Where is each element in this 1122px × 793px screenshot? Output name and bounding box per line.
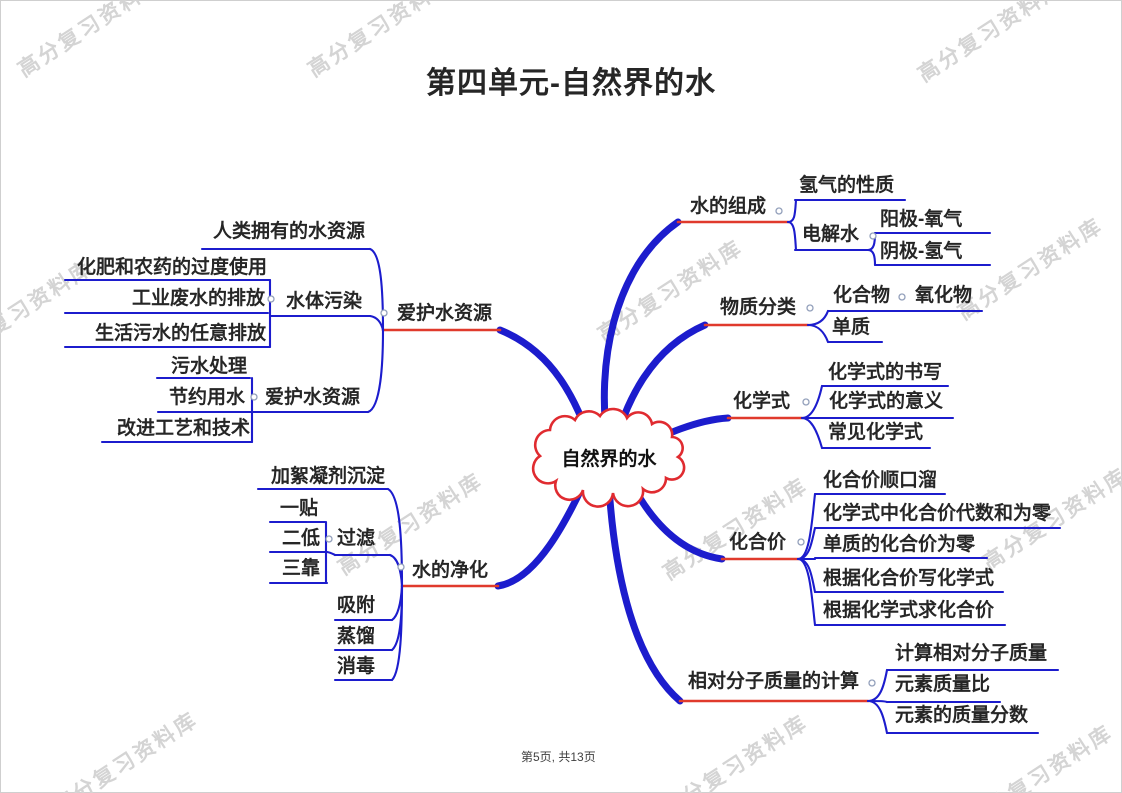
connectors: [250, 198, 889, 735]
connector: [866, 248, 877, 267]
node-formula-writing: 化学式的书写: [828, 362, 943, 383]
node-matter-classification: 物质分类: [720, 297, 797, 318]
connector: [386, 487, 404, 588]
node-write-formula-by-valence: 根据化合价写化学式: [823, 568, 995, 589]
node-distillation: 蒸馏: [337, 626, 376, 647]
connector: [796, 557, 817, 627]
node-water-pollution: 水体污染: [285, 291, 362, 312]
node-valence-sum-zero: 化学式中化合价代数和为零: [823, 503, 1052, 524]
node-mass-ratio: 元素质量比: [895, 674, 991, 695]
node-hydrogen-properties: 氢气的性质: [799, 175, 895, 196]
child-underlines-left: [63, 247, 394, 682]
connector: [796, 492, 817, 561]
page-indicator: 第5页, 共13页: [521, 750, 596, 764]
branch-point-marker: [806, 304, 814, 312]
connector: [366, 328, 385, 414]
node-protect-water: 爱护水资源: [397, 303, 493, 324]
connector: [786, 198, 798, 224]
node-valence-rhyme: 化合价顺口溜: [823, 470, 938, 491]
node-valence: 化合价: [729, 532, 787, 553]
node-formula-meaning: 化学式的意义: [829, 391, 944, 412]
node-protect-water-sub: 爱护水资源: [264, 387, 360, 408]
node-save-water: 节约用水: [168, 387, 245, 408]
branch-point-marker: [802, 398, 810, 406]
node-compound: 化合物: [833, 285, 891, 306]
node-root: 自然界的水: [561, 449, 657, 470]
node-adsorption: 吸附: [337, 595, 376, 616]
branch-point-marker: [397, 563, 405, 571]
node-disinfection: 消毒: [337, 656, 376, 677]
connector: [324, 550, 337, 557]
branch-point-marker: [869, 232, 877, 240]
node-mass-fraction: 元素的质量分数: [895, 705, 1029, 726]
branch-point-marker: [325, 535, 333, 543]
node-common-formulas: 常见化学式: [828, 422, 924, 443]
branch-point-marker: [775, 207, 783, 215]
branch-point-marker: [898, 293, 906, 301]
connector: [800, 416, 824, 450]
node-find-valence-by-formula: 根据化学式求化合价: [823, 600, 995, 621]
node-calc-rmm: 计算相对分子质量: [895, 643, 1048, 664]
branch-point-markers: [250, 207, 906, 687]
node-element: 单质: [832, 317, 871, 338]
node-relative-molecular-mass: 相对分子质量的计算: [688, 671, 860, 692]
node-anode-oxygen: 阳极-氧气: [880, 209, 963, 230]
branch-point-marker: [380, 309, 388, 317]
branch-point-marker: [250, 393, 258, 401]
node-sewage-treatment: 污水处理: [170, 356, 247, 377]
node-cathode-hydrogen: 阴极-氢气: [880, 241, 963, 262]
trunk-relative-molecular-mass: [604, 464, 684, 705]
connector: [368, 247, 385, 332]
connector: [786, 220, 798, 252]
connector: [368, 314, 385, 332]
node-electrolysis: 电解水: [802, 224, 860, 245]
level1-underlines: [381, 220, 870, 703]
node-yitie: 一贴: [279, 498, 318, 519]
page-title: 第四单元-自然界的水: [426, 67, 716, 100]
node-element-valence-zero: 单质的化合价为零: [823, 534, 976, 555]
branch-point-marker: [267, 295, 275, 303]
connector: [796, 557, 817, 594]
connector: [866, 699, 889, 735]
child-underlines-right: [793, 198, 1062, 735]
node-water-purification: 水的净化: [412, 560, 489, 581]
node-filtration: 过滤: [337, 528, 376, 549]
node-domestic-sewage: 生活污水的任意排放: [94, 323, 266, 344]
node-fertilizer-overuse: 化肥和农药的过度使用: [76, 257, 267, 278]
connector: [390, 584, 404, 682]
branch-point-marker: [797, 538, 805, 546]
node-water-composition: 水的组成: [690, 196, 767, 217]
central-cloud-shape: [531, 407, 686, 508]
node-erdi: 二低: [281, 528, 320, 549]
node-flocculant: 加絮凝剂沉淀: [270, 466, 385, 487]
connector: [806, 309, 830, 327]
node-improve-technology: 改进工艺和技术: [116, 418, 250, 439]
node-human-water-resources: 人类拥有的水资源: [212, 221, 365, 242]
node-oxide: 氧化物: [915, 285, 973, 306]
branch-point-marker: [868, 679, 876, 687]
node-industrial-wastewater: 工业废水的排放: [131, 288, 265, 309]
connector: [806, 323, 830, 344]
node-sankao: 三靠: [281, 558, 320, 579]
node-chemical-formula: 化学式: [733, 391, 791, 412]
